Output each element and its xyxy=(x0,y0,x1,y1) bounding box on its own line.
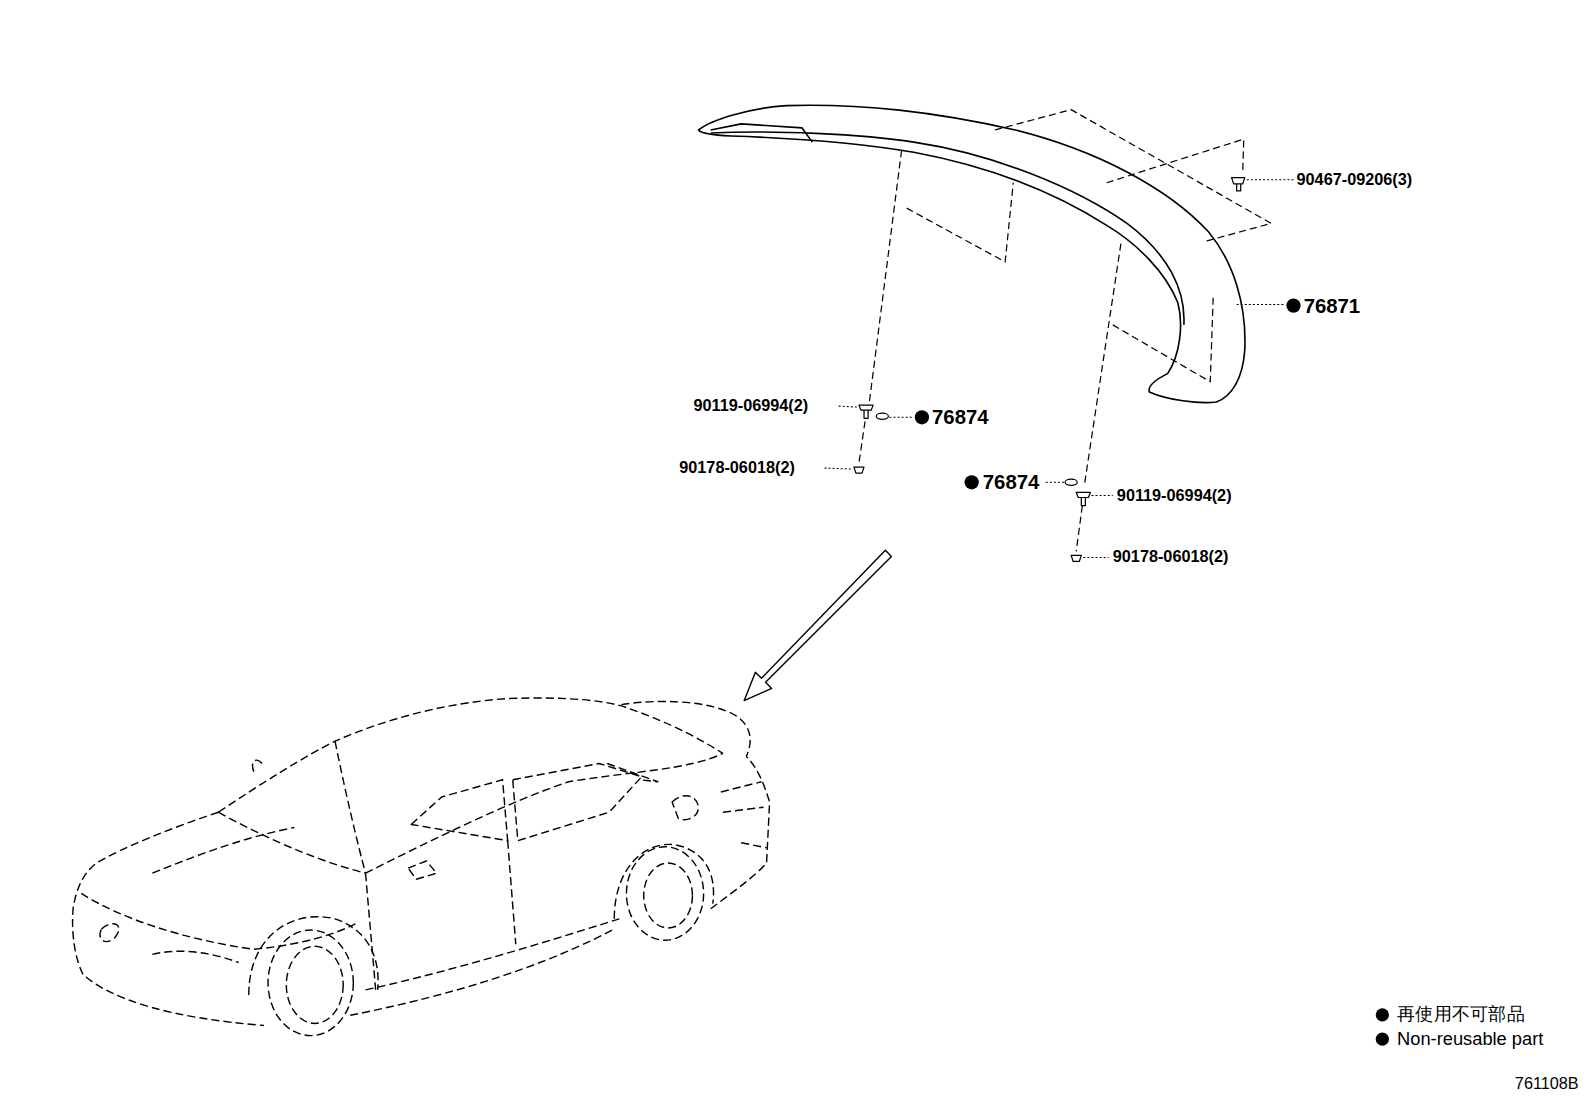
part-number: 90119-06994(2) xyxy=(1117,486,1232,505)
figure-code: 761108B xyxy=(1515,1075,1579,1094)
callout-number: 76871 xyxy=(1304,293,1360,317)
non-reusable-dots xyxy=(915,299,1301,490)
fasteners xyxy=(854,178,1245,562)
spoiler-recess xyxy=(711,124,813,142)
callout-number: 76874 xyxy=(932,405,988,429)
part-number: 90467-09206(3) xyxy=(1297,170,1413,189)
legend-text: Non-reusable part xyxy=(1397,1029,1543,1051)
part-number: 90119-06994(2) xyxy=(693,396,808,415)
legend-swatch xyxy=(1376,1033,1389,1046)
car-outline xyxy=(73,698,770,1036)
callout-number: 76874 xyxy=(983,470,1039,494)
legend-swatch xyxy=(1376,1008,1389,1021)
part-number: 90178-06018(2) xyxy=(679,458,795,477)
legend-text: 再使用不可部品 xyxy=(1397,1004,1525,1026)
spoiler-edge xyxy=(711,132,1184,325)
direction-arrow xyxy=(744,550,891,700)
spoiler xyxy=(699,105,1245,402)
part-number: 90178-06018(2) xyxy=(1113,548,1229,567)
